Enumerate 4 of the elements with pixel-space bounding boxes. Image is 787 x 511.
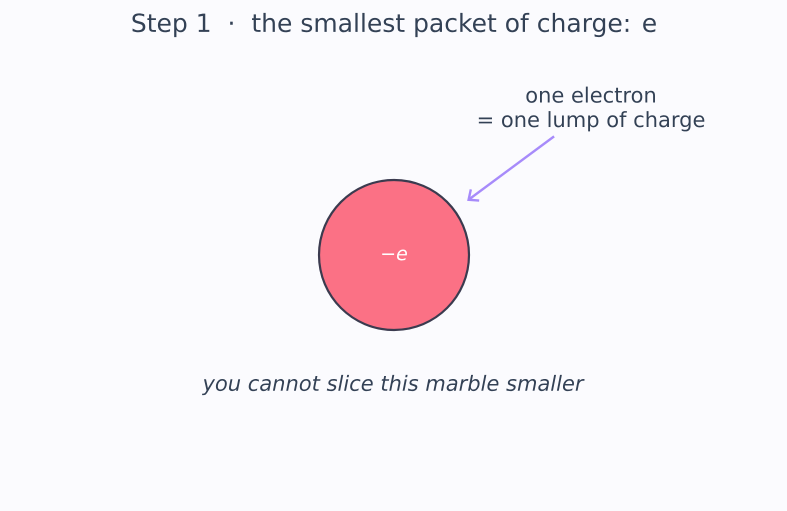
node-label: you cannot slice this marble smaller <box>202 374 585 396</box>
arrow <box>467 135 555 202</box>
annotation-text: one electron = one lump of charge <box>478 86 704 132</box>
title: Step 1 · the smallest packet of charge: e <box>132 12 656 38</box>
